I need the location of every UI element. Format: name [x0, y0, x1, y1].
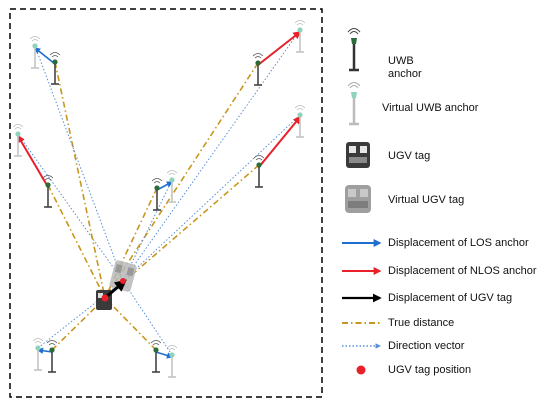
nlos-displacement-arrow [258, 115, 302, 168]
anchors [12, 20, 306, 378]
direction-vector-line [17, 133, 124, 282]
true-distance-line [47, 184, 106, 299]
true-distance-line [104, 297, 157, 351]
direction-vector-line [37, 280, 124, 349]
legend-ugv-label: Displacement of UGV tag [388, 292, 513, 304]
virtual-uwb-anchor [32, 338, 44, 371]
legend-los-label: Displacement of LOS anchor [388, 237, 529, 249]
virtual-ugv-tag-scene [109, 260, 137, 292]
ugv-tag-icon [346, 142, 370, 168]
virtual-uwb-anchor [294, 20, 306, 53]
uwb-anchor [46, 340, 58, 373]
virtual-uwb-anchor-icon [347, 82, 361, 126]
legend-tag-position-label: UGV tag position [388, 364, 472, 376]
true-distance-line [54, 61, 106, 299]
legend-nlos-label: Displacement of NLOS anchor [388, 265, 537, 277]
legend-true-distance-label: True distance [388, 317, 455, 329]
true-distance-line [104, 62, 259, 299]
scene-frame [9, 8, 323, 398]
uwb-anchor [49, 52, 61, 85]
legend-direction-label: Direction vector [388, 340, 465, 352]
virtual-uwb-anchor [29, 36, 41, 69]
nlos-displacement-arrow [17, 134, 49, 188]
legend-virtual-ugv-tag-label: Virtual UGV tag [388, 194, 465, 206]
los-displacement-arrow [36, 347, 53, 354]
uwb-anchor [252, 53, 264, 86]
virtual-uwb-anchor [166, 345, 178, 378]
los-displacement-arrow [34, 47, 56, 65]
legend-virtual-uwb-anchor-label: Virtual UWB anchor [382, 102, 479, 114]
legend-tag-dot [356, 365, 366, 375]
los-displacement-arrow [155, 351, 174, 359]
direction-vector-line [122, 114, 301, 282]
uwb-anchor [151, 178, 163, 211]
tag-position-dot [101, 294, 109, 302]
virtual-uwb-anchor [166, 170, 178, 203]
legend-uwb-anchor-label: UWB anchor [388, 55, 422, 80]
true-distance-line [51, 297, 106, 351]
uwb-anchor [42, 175, 54, 208]
virtual-tag-position-dot [120, 278, 126, 284]
uwb-anchor [150, 340, 162, 373]
uwb-anchor [253, 155, 265, 188]
direction-vector-line [122, 29, 301, 282]
direction-vector-line [122, 280, 173, 356]
uwb-anchor-icon [347, 28, 361, 72]
virtual-uwb-anchor [12, 124, 24, 157]
range-lines [17, 29, 301, 356]
virtual-uwb-anchor [294, 105, 306, 138]
nlos-displacement-arrow [257, 31, 302, 66]
legend-ugv-tag-label: UGV tag [388, 150, 431, 162]
virtual-ugv-tag-icon [345, 185, 371, 213]
direction-vector-line [122, 179, 173, 282]
